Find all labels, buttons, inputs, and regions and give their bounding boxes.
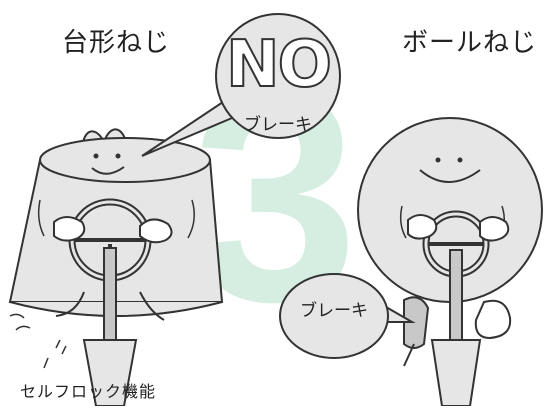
ball-screw-character <box>357 117 543 407</box>
no-bubble-text: NO <box>225 27 333 103</box>
brake-speech-bubble <box>279 273 416 359</box>
title-ball-screw: ボールねじ <box>402 28 538 58</box>
self-lock-caption: セルフロック機能 <box>20 382 157 401</box>
brake-bubble-text: ブレーキ <box>300 301 368 321</box>
no-speech-bubble <box>141 13 341 157</box>
trapezoid-screw-character <box>8 128 224 407</box>
no-bubble-subtext: ブレーキ <box>244 115 312 135</box>
title-trapezoidal-screw: 台形ねじ <box>62 28 171 58</box>
